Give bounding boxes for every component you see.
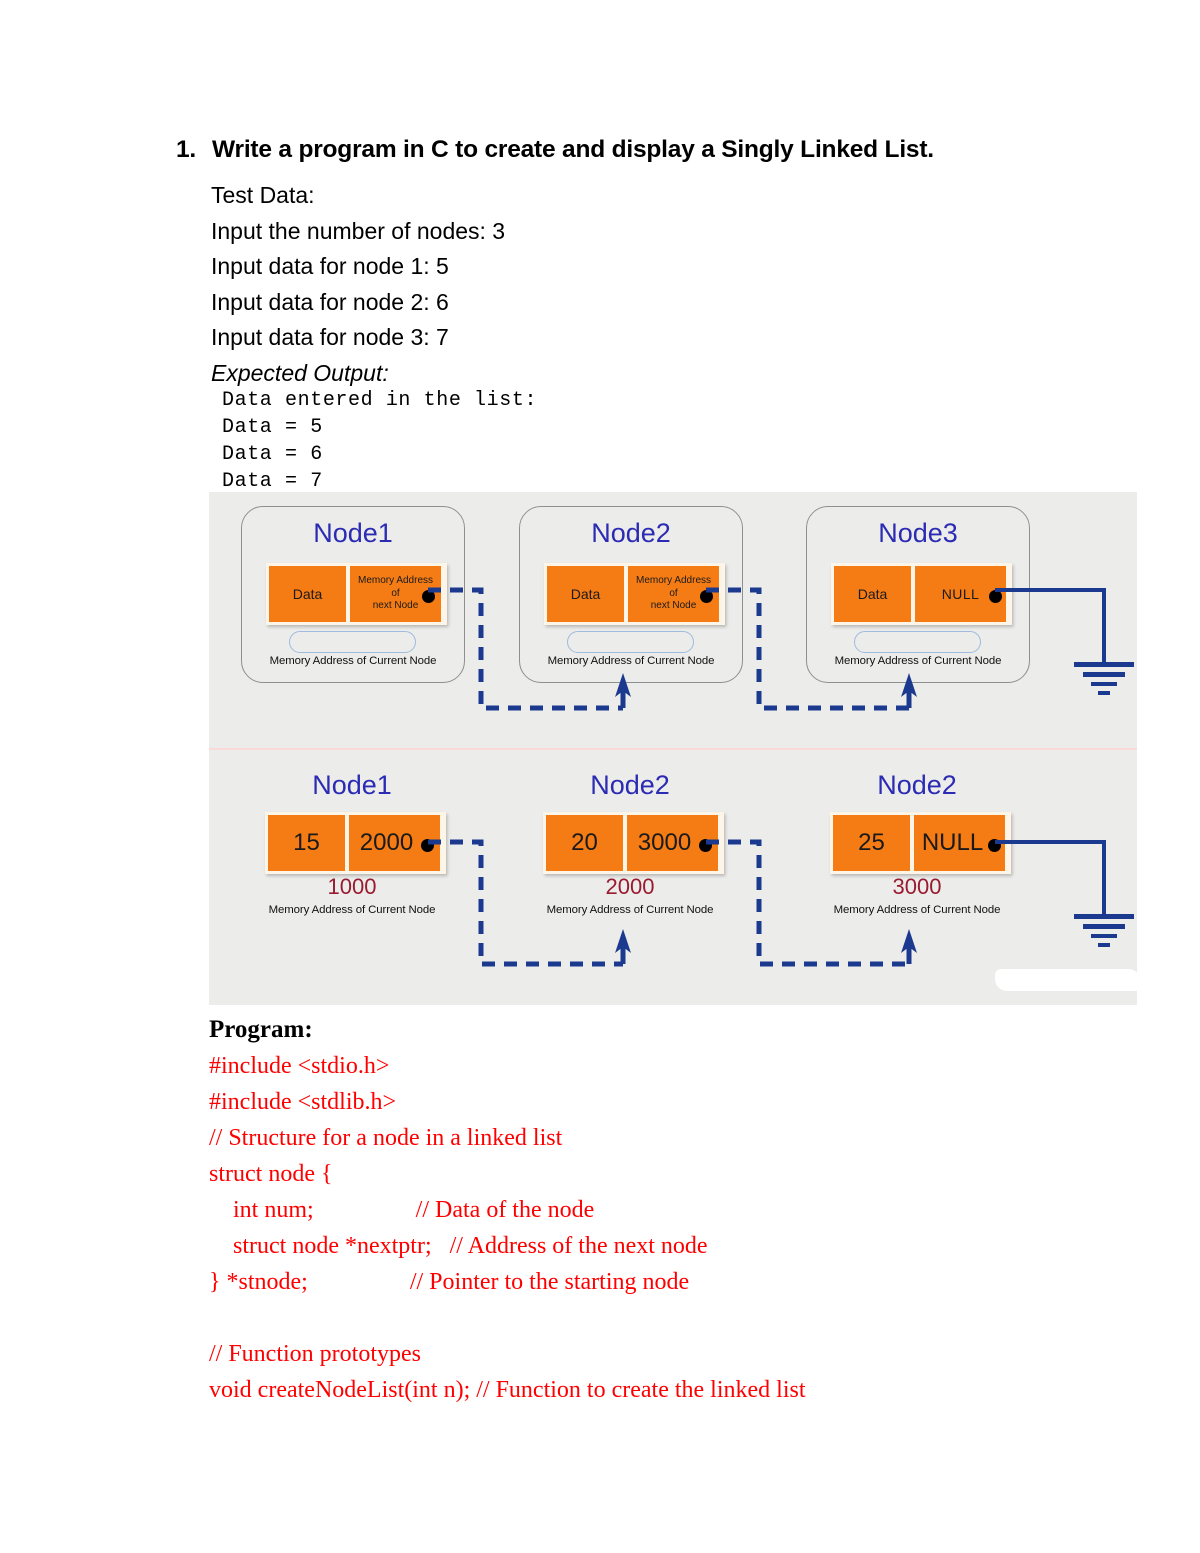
code-line-4: struct node {	[209, 1161, 333, 1187]
concept-node-2-title: Node2	[591, 518, 671, 548]
value-node-2-title: Node2	[590, 770, 670, 800]
concept-node-2-next-line3: next Node	[650, 600, 697, 612]
expected-output-label: Expected Output:	[211, 359, 389, 386]
expected-output-block: Data entered in the list: Data = 5 Data …	[222, 387, 922, 495]
question-number: 1.	[176, 136, 197, 163]
concept-node-3: Node3 Data NULL Memory Address of Curren…	[806, 506, 1030, 683]
question-title-text: Write a program in C to create and displ…	[212, 136, 934, 163]
concept-node-1-address-caption: Memory Address of Current Node	[269, 655, 437, 667]
program-block: Program: #include <stdio.h> #include <st…	[209, 1012, 1109, 1408]
value-node-2-address: 2000	[605, 874, 655, 899]
concept-node-1-next-line1: Memory Address	[357, 575, 434, 587]
test-data-line-4: Input data for node 3: 7	[211, 324, 449, 351]
value-node-3-address-caption: Memory Address of Current Node	[833, 904, 1001, 916]
concept-node-1-address-capsule	[289, 631, 416, 653]
concept-node-2-pointer-dot-icon	[700, 590, 713, 603]
program-heading: Program:	[209, 1016, 313, 1043]
console-line-2: Data = 5	[222, 416, 323, 439]
value-node-2-cells: 20 3000	[543, 812, 724, 874]
concept-node-3-title: Node3	[878, 518, 958, 548]
test-data-line-2: Input data for node 1: 5	[211, 253, 449, 280]
value-node-1-cells: 15 2000	[265, 812, 446, 874]
concept-node-1-cells: Data Memory Address of next Node	[266, 563, 447, 625]
console-line-1: Data entered in the list:	[222, 389, 538, 412]
console-line-4: Data = 7	[222, 470, 323, 493]
concept-node-1: Node1 Data Memory Address of next Node M…	[241, 506, 465, 683]
value-node-3: Node2 25 NULL 3000 Memory Address of Cur…	[806, 770, 1028, 940]
concept-node-1-next-line3: next Node	[372, 600, 419, 612]
code-line-8	[209, 1300, 1109, 1336]
code-line-3: // Structure for a node in a linked list	[209, 1125, 563, 1151]
value-node-3-pointer-dot-icon	[988, 839, 1001, 852]
code-line-7: } *stnode; // Pointer to the starting no…	[209, 1269, 690, 1295]
value-node-1: Node1 15 2000 1000 Memory Address of Cur…	[241, 770, 463, 940]
value-node-2-pointer-dot-icon	[699, 839, 712, 852]
value-node-3-title: Node2	[877, 770, 957, 800]
value-node-2-address-caption: Memory Address of Current Node	[546, 904, 714, 916]
code-line-6: struct node *nextptr; // Address of the …	[209, 1233, 708, 1259]
value-node-3-data-cell: 25	[833, 815, 910, 871]
test-data-block: Test Data: Input the number of nodes: 3 …	[211, 178, 1031, 392]
value-node-3-cells: 25 NULL	[830, 812, 1011, 874]
value-node-1-address: 1000	[327, 874, 377, 899]
value-node-1-title: Node1	[312, 770, 392, 800]
concept-node-2-address-capsule	[567, 631, 694, 653]
page-title: 1. Write a program in C to create and dis…	[176, 136, 1076, 164]
code-line-5: int num; // Data of the node	[209, 1197, 595, 1223]
concept-node-3-address-caption: Memory Address of Current Node	[834, 655, 1002, 667]
code-line-9: // Function prototypes	[209, 1341, 421, 1367]
test-data-line-1: Input the number of nodes: 3	[211, 217, 506, 244]
value-node-2-data-cell: 20	[546, 815, 623, 871]
concept-node-1-pointer-dot-icon	[422, 590, 435, 603]
concept-node-1-data-cell: Data	[269, 566, 346, 622]
concept-node-3-cells: Data NULL	[831, 563, 1012, 625]
value-node-1-data-cell: 15	[268, 815, 345, 871]
concept-node-2-data-cell: Data	[547, 566, 624, 622]
concept-node-2-cells: Data Memory Address of next Node	[544, 563, 725, 625]
code-line-10: void createNodeList(int n); // Function …	[209, 1377, 806, 1403]
concept-node-3-address-capsule	[854, 631, 981, 653]
concept-node-3-data-cell: Data	[834, 566, 911, 622]
linked-list-diagram: Node1 Data Memory Address of next Node M…	[209, 492, 1137, 1005]
test-data-line-3: Input data for node 2: 6	[211, 288, 449, 315]
value-node-1-pointer-dot-icon	[421, 839, 434, 852]
concept-node-1-title: Node1	[313, 518, 393, 548]
ground-symbol-bottom-icon	[1074, 914, 1134, 947]
value-node-1-address-caption: Memory Address of Current Node	[268, 904, 436, 916]
concept-node-3-pointer-dot-icon	[989, 590, 1002, 603]
code-line-1: #include <stdio.h>	[209, 1053, 390, 1079]
test-data-heading: Test Data:	[211, 182, 315, 208]
concept-node-2-address-caption: Memory Address of Current Node	[547, 655, 715, 667]
concept-node-2: Node2 Data Memory Address of next Node M…	[519, 506, 743, 683]
code-line-2: #include <stdlib.h>	[209, 1089, 397, 1115]
concept-node-2-next-line2: of	[669, 587, 678, 599]
concept-node-2-next-line1: Memory Address	[635, 575, 712, 587]
value-node-2: Node2 20 3000 2000 Memory Address of Cur…	[519, 770, 741, 940]
concept-node-1-next-line2: of	[391, 587, 400, 599]
diagram-divider	[209, 748, 1137, 750]
console-line-3: Data = 6	[222, 443, 323, 466]
ground-symbol-top-icon	[1074, 662, 1134, 695]
diagram-whiteout-mark	[995, 969, 1137, 991]
value-node-3-address: 3000	[892, 874, 942, 899]
